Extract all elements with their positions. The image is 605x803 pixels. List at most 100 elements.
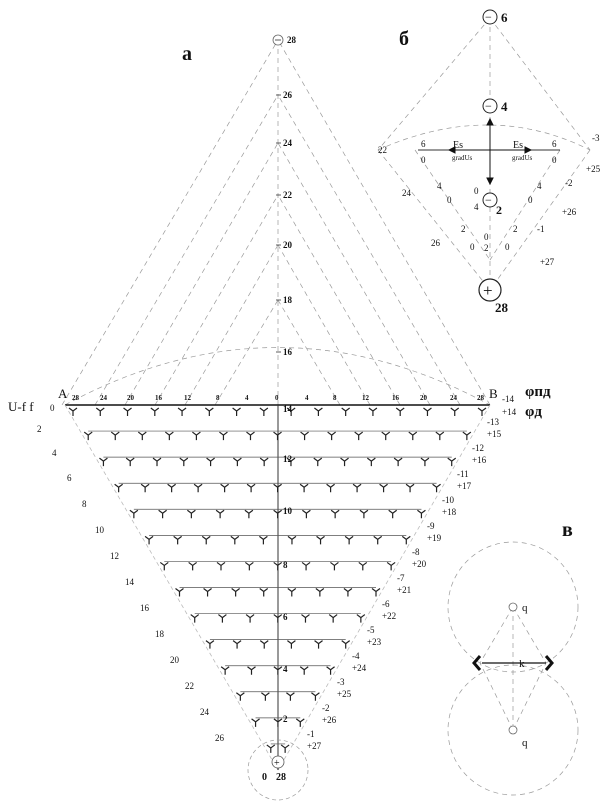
grad-left: gradUs	[452, 154, 472, 162]
right-neg: -13	[487, 417, 499, 427]
field-arrow	[287, 588, 297, 597]
field-arrow	[326, 666, 335, 675]
right-neg: -9	[427, 521, 435, 531]
field-arrow	[352, 483, 362, 493]
field-arrow	[159, 561, 169, 571]
b-center: 0	[484, 232, 489, 242]
field-arrow	[435, 431, 445, 441]
field-arrow	[125, 457, 135, 467]
field-arrow	[246, 483, 256, 493]
field-arrow	[114, 483, 124, 493]
b-inner: 4	[537, 181, 542, 191]
minus-sign: −	[485, 193, 492, 207]
right-neg: -6	[382, 599, 390, 609]
top-num: 0	[275, 394, 279, 402]
field-arrow	[273, 483, 282, 493]
field-arrow	[315, 588, 325, 597]
charge-q-bottom	[508, 725, 518, 735]
right-pos: +16	[472, 455, 487, 465]
right-pos: +26	[322, 715, 337, 725]
field-arrow	[251, 718, 260, 727]
left-num: 22	[185, 681, 194, 691]
field-arrow	[326, 483, 335, 493]
charge-value-6: 6	[501, 10, 508, 25]
b-inner: 4	[437, 181, 442, 191]
left-num: 0	[50, 403, 55, 413]
field-arrow	[328, 614, 338, 623]
field-arrow	[188, 561, 198, 571]
field-arrow	[244, 561, 254, 571]
bottom-right-value: 28	[276, 772, 286, 783]
b-inner: 6	[552, 139, 557, 149]
field-arrow	[259, 457, 269, 467]
right-neg: -3	[337, 677, 345, 687]
left-num: 24	[200, 707, 210, 717]
right-pos: +14	[502, 407, 517, 417]
right-neg: -5	[367, 625, 375, 635]
q-bottom-label: q	[522, 737, 528, 749]
k-left-arrow	[472, 655, 482, 671]
left-axis-label: U-f f	[8, 399, 34, 414]
top-num: 12	[184, 394, 192, 402]
inner-axis-num: 4	[283, 664, 288, 674]
b-left-22: 22	[378, 145, 387, 155]
field-arrow	[301, 561, 311, 571]
top-num: 16	[392, 394, 400, 402]
top-num: 24	[450, 394, 458, 402]
right-neg: -2	[322, 703, 330, 713]
field-arrow	[447, 457, 457, 467]
field-arrow	[150, 407, 160, 416]
field-arrow	[164, 431, 174, 441]
right-numbers: -14 +14 -13 +15 -12 +16 -11 +17 -10 +18 …	[307, 394, 517, 751]
field-arrow	[344, 535, 354, 545]
field-arrow	[123, 407, 132, 416]
b-right-pos: +25	[586, 164, 601, 174]
field-arrow	[231, 588, 241, 597]
top-num: 8	[216, 394, 220, 402]
b-inner: 2	[513, 224, 518, 234]
field-arrow	[356, 614, 366, 623]
field-arrow	[314, 407, 323, 416]
left-num: 14	[125, 577, 135, 587]
field-arrow	[129, 509, 139, 519]
field-arrow	[286, 407, 296, 416]
field-arrow	[201, 535, 211, 545]
field-arrow	[366, 457, 376, 467]
field-arrow	[388, 509, 398, 519]
top-num: 28	[72, 394, 80, 402]
right-neg: -12	[472, 443, 484, 453]
field-arrow	[295, 718, 305, 727]
bottom-left-value: 0	[262, 772, 267, 783]
field-arrow	[245, 614, 255, 623]
charge-minus-6	[482, 9, 498, 25]
charge-value-4: 4	[501, 99, 508, 114]
central-axis-label-18: 18	[283, 295, 293, 305]
field-arrow	[179, 457, 189, 467]
field-arrow	[401, 535, 411, 545]
field-arrow	[259, 640, 269, 649]
field-arrow	[175, 588, 184, 597]
field-arrow	[354, 431, 364, 441]
field-arrow	[203, 588, 212, 597]
es-right: Es	[513, 140, 523, 151]
top-num: 28	[477, 394, 485, 402]
k-label: k	[519, 658, 525, 670]
field-arrow	[432, 483, 441, 493]
field-arrow	[368, 407, 378, 416]
field-arrow	[408, 431, 418, 441]
field-arrow	[235, 692, 245, 701]
field-arrow	[287, 640, 296, 649]
central-axis-label-28: 28	[287, 35, 297, 45]
field-arrow	[230, 535, 240, 545]
b-inner: 0	[470, 242, 475, 252]
left-num: 10	[95, 525, 105, 535]
panel-b-label: б	[399, 28, 409, 50]
field-arrow	[266, 744, 276, 753]
field-arrow	[450, 407, 460, 416]
b-inner: 2	[461, 224, 466, 234]
central-axis-label-20: 20	[283, 240, 293, 250]
charge-plus-28	[478, 278, 502, 302]
field-arrow	[393, 457, 403, 467]
left-num: 18	[155, 629, 165, 639]
central-axis-label-16: 16	[283, 347, 293, 357]
